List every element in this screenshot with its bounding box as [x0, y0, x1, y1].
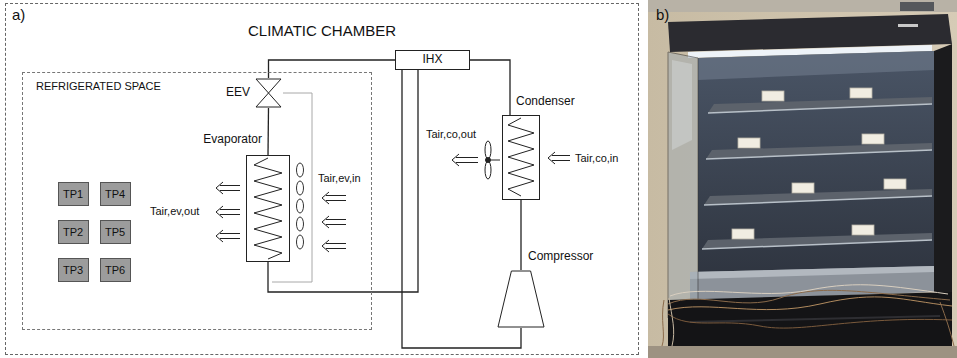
- temperature-probe: TP1: [58, 182, 89, 206]
- box-label: TP3: [63, 264, 83, 277]
- box-label: IHX: [422, 53, 442, 67]
- air-arrows: [216, 182, 240, 242]
- condenser-fan: [485, 141, 500, 179]
- box-label: TP6: [105, 264, 125, 277]
- condenser-box: Condenser: [502, 115, 540, 200]
- valve-symbol: [256, 79, 281, 107]
- air-arrows: [322, 192, 346, 252]
- air-temperature-label: Tair,co,in: [575, 152, 618, 165]
- air-temperature-label: Tair,ev,in: [318, 172, 361, 185]
- expansion-valve: EEV: [255, 78, 282, 108]
- component-label: CLIMATIC CHAMBER: [248, 22, 396, 39]
- refrigerant-pipe: [520, 200, 521, 270]
- compressor-symbol: [498, 271, 544, 327]
- display-cabinet-photo: [648, 0, 957, 358]
- temperature-probe: TP6: [100, 258, 131, 282]
- temperature-probe: TP4: [100, 182, 131, 206]
- panel-letter: a): [12, 6, 25, 23]
- temperature-probe: TP3: [58, 258, 89, 282]
- box-label: TP4: [105, 188, 125, 201]
- component-label: Compressor: [528, 250, 593, 264]
- compressor-symbol: Compressor: [497, 270, 545, 328]
- ihx-box: IHX: [395, 50, 470, 70]
- temperature-probe: TP2: [58, 220, 89, 244]
- refrigerated-space: REFRIGERATED SPACE TP1 TP4TP2 TP5TP3 TP6 EEV E…: [22, 72, 372, 330]
- box-label: TP5: [105, 226, 125, 239]
- evaporator-fans: [297, 163, 304, 249]
- compressor-outline: [497, 270, 545, 328]
- component-label: EEV: [226, 86, 250, 100]
- evaporator-box: Evaporator: [246, 155, 290, 262]
- sensing-line: [272, 93, 312, 282]
- valve-outline: [255, 78, 282, 108]
- box-label: TP2: [63, 226, 83, 239]
- refrigerant-pipe: [269, 60, 396, 78]
- air-arrows: [452, 152, 570, 166]
- component-label: Condenser: [516, 95, 575, 109]
- condenser-coil: [508, 118, 534, 196]
- component-label: REFRIGERATED SPACE: [36, 80, 161, 93]
- box-label: TP1: [63, 188, 83, 201]
- panel-letter: b): [656, 6, 669, 23]
- evaporator-coil: [254, 158, 282, 259]
- component-label: Evaporator: [203, 133, 262, 147]
- temperature-probe: TP5: [100, 220, 131, 244]
- refrigerant-pipe: [470, 60, 510, 115]
- refrigerant-pipe: [268, 70, 418, 292]
- air-temperature-label: Tair,co,out: [426, 128, 476, 141]
- air-temperature-label: Tair,ev,out: [150, 205, 199, 218]
- refrigerant-pipe: [267, 108, 269, 155]
